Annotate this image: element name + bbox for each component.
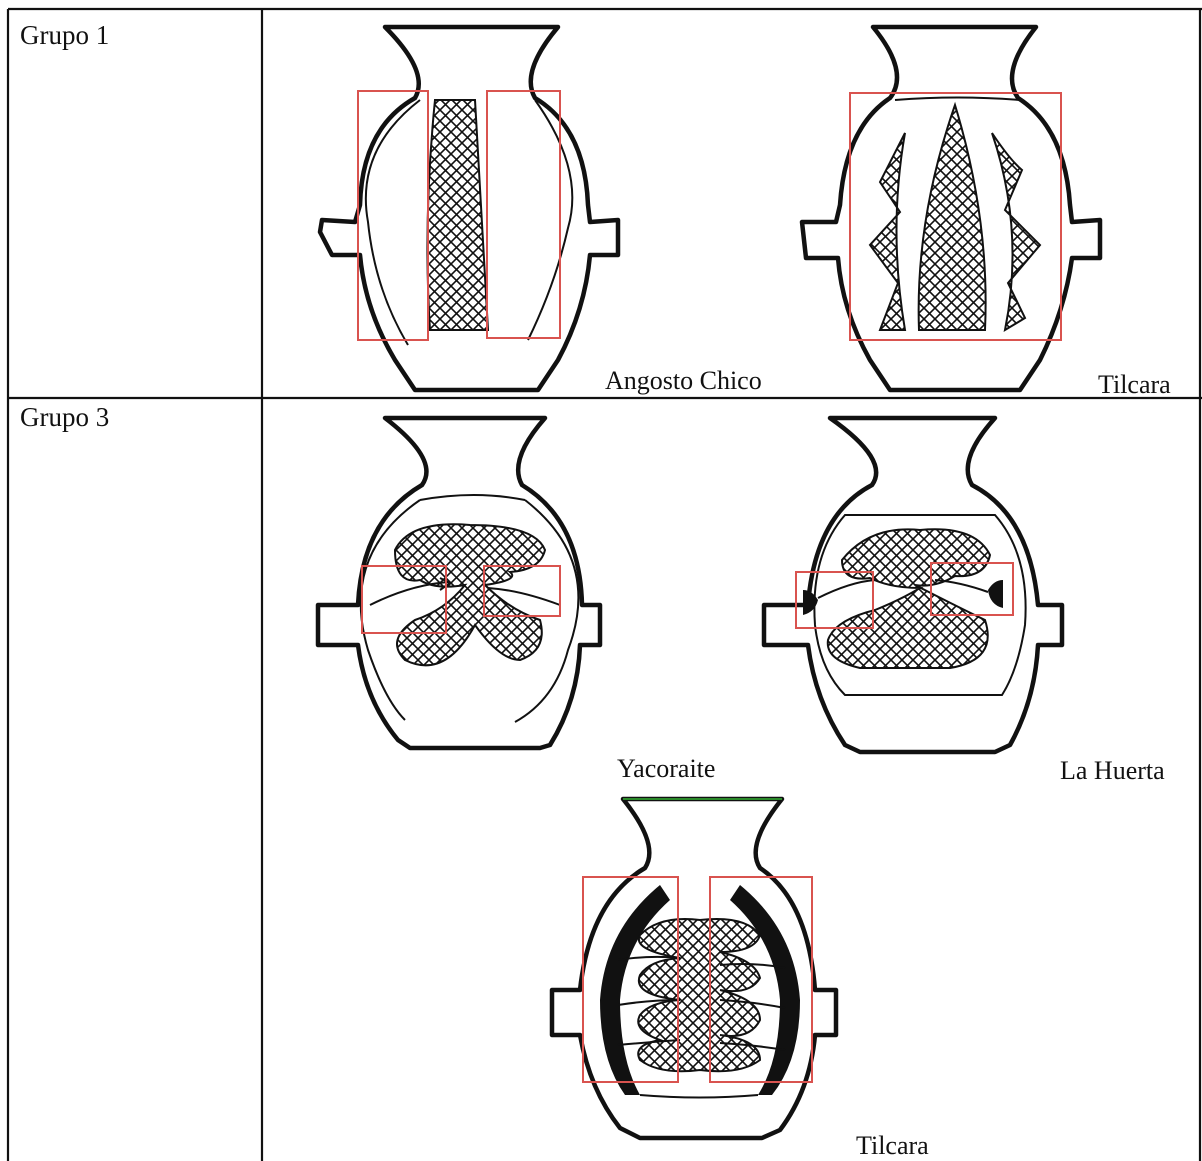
group-label-grupo-1: Grupo 1	[20, 22, 109, 49]
vessel-yacoraite	[318, 418, 600, 748]
vessel-tilcara-grupo-1	[802, 27, 1100, 390]
caption-tilcara-grupo-3: Tilcara	[856, 1133, 929, 1159]
caption-tilcara-grupo-1: Tilcara	[1098, 372, 1171, 398]
vessel-la-huerta	[764, 418, 1062, 752]
caption-la-huerta: La Huerta	[1060, 758, 1165, 784]
caption-angosto-chico: Angosto Chico	[605, 368, 762, 394]
caption-yacoraite: Yacoraite	[617, 756, 715, 782]
vessel-tilcara-grupo-3	[552, 799, 836, 1138]
group-label-grupo-3: Grupo 3	[20, 404, 109, 431]
vessel-angosto-chico	[320, 27, 618, 390]
